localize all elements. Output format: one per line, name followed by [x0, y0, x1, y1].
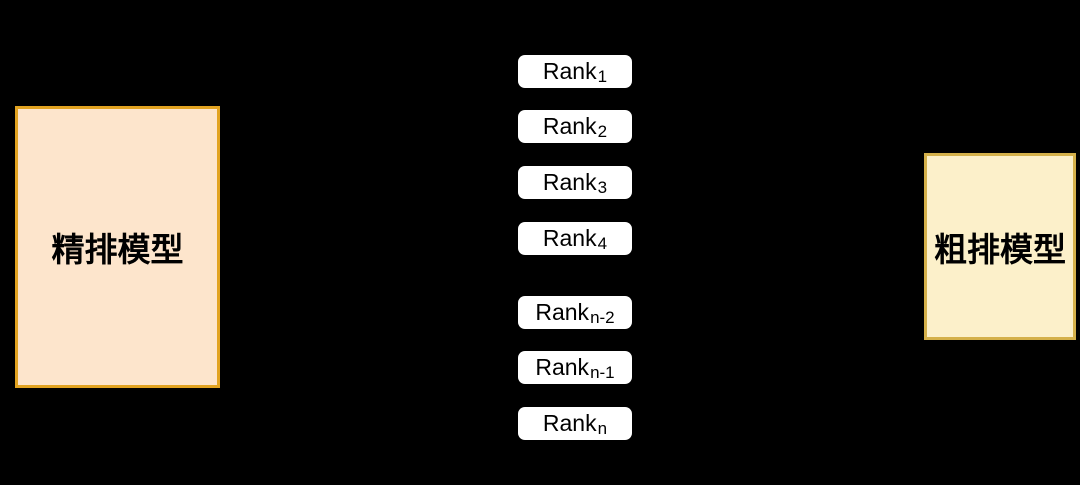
coarse-ranking-model-label: 粗排模型 — [934, 230, 1066, 268]
rank-label: Rank — [535, 299, 590, 325]
rank-subscript: 4 — [597, 234, 608, 253]
coarse-ranking-model-box: 粗排模型 — [924, 153, 1076, 340]
fine-ranking-model-box: 精排模型 — [15, 106, 220, 388]
fine-ranking-model-label: 精排模型 — [51, 231, 184, 268]
rank-label: Rank — [542, 225, 597, 251]
rank-label: Rank — [542, 113, 597, 139]
rank-subscript: n-1 — [590, 363, 615, 382]
rank-label: Rank — [542, 169, 597, 195]
rank-subscript: 2 — [597, 122, 608, 141]
rank-subscript: 3 — [597, 178, 608, 197]
rank-label: Rank — [542, 58, 597, 84]
rank-subscript: 1 — [597, 67, 608, 86]
rank-label: Rank — [535, 354, 590, 380]
rank-label: Rank — [542, 410, 597, 436]
rank-subscript: n — [597, 419, 608, 438]
rank-subscript: n-2 — [590, 308, 615, 327]
